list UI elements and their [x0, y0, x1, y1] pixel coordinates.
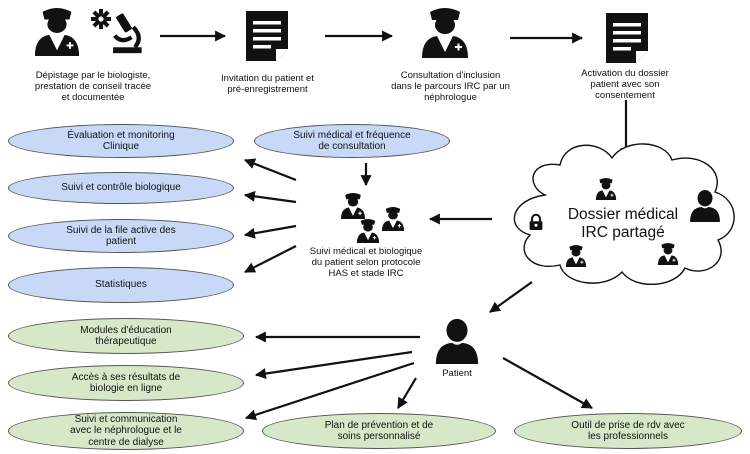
arrow-patient-to-communication [244, 361, 415, 421]
arrow-patient-to-prevention [397, 377, 417, 409]
microscope-icon [113, 13, 142, 53]
node-biological-control: Suivi et contrôle biologique [8, 172, 234, 204]
gear-icon [91, 9, 111, 29]
doctor-icon [356, 219, 380, 243]
node-therapeutic-education: Modules d'éducation thérapeutique [8, 318, 244, 354]
cloud-label: Dossier médical IRC partagé [567, 206, 679, 241]
doctor-icon [422, 8, 468, 58]
arrow-patient-to-results [254, 350, 413, 379]
node-appointment-tool: Outil de prise de rdv avec les professio… [514, 413, 742, 449]
document-icon [246, 11, 288, 61]
doctor-icon [381, 207, 405, 231]
arrow-team-to-eval [243, 158, 297, 182]
arrow-cloud-to-patient [489, 281, 533, 313]
document-icon [606, 13, 648, 63]
team-label: Suivi médical et biologique du patient s… [309, 246, 423, 279]
node-clinical-monitoring: Évaluation et monitoring Clinique [8, 124, 234, 158]
node-statistics: Statistiques [8, 267, 234, 303]
patient-label: Patient [442, 368, 472, 379]
node-medical-followup: Suivi médical et fréquence de consultati… [254, 124, 450, 158]
doctor-icon [34, 8, 80, 56]
cloud-shape [513, 143, 735, 285]
arrow-team-to-fileactive [243, 224, 297, 239]
person-icon [435, 318, 479, 364]
step-label-invitation: Invitation du patient et pré-enregistrem… [221, 73, 314, 95]
arrow-team-to-stats [244, 245, 297, 273]
arrow-patient-to-appointment [502, 357, 593, 409]
step-label-consultation: Consultation d'inclusion dans le parcour… [391, 70, 510, 103]
node-communication: Suivi et communication avec le néphrolog… [8, 412, 244, 450]
arrow-team-to-biocontrol [243, 190, 297, 204]
doctor-icon [341, 193, 365, 219]
node-active-file: Suivi de la file active des patient [8, 219, 234, 253]
node-prevention-plan: Plan de prévention et de soins personnal… [262, 413, 496, 449]
node-online-results: Accès à ses résultats de biologie en lig… [8, 365, 244, 401]
step-label-screening: Dépistage par le biologiste, prestation … [34, 70, 152, 103]
step-label-activation: Activation du dossier patient avec son c… [581, 68, 669, 101]
